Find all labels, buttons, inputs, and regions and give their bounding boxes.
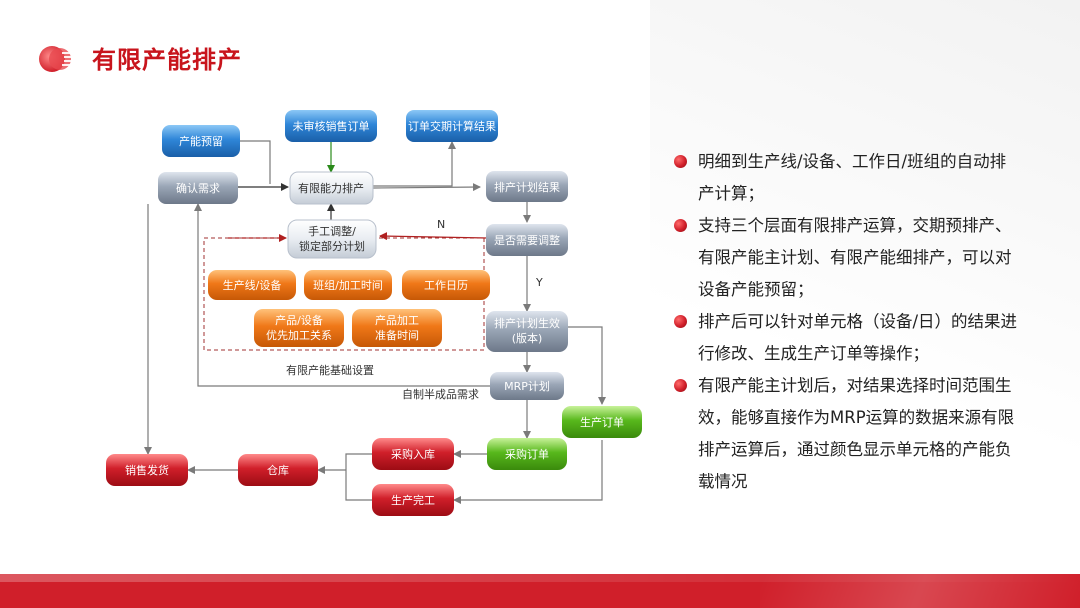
bullet-text: 支持三个层面有限排产运算，交期预排产、有限产能主计划、有限产能细排产，可以对设备… (698, 216, 1012, 299)
node-production-complete: 生产完工 (372, 484, 454, 516)
svg-text:锁定部分计划: 锁定部分计划 (299, 239, 365, 253)
background-shade (650, 0, 1080, 608)
svg-text:优先加工关系: 优先加工关系 (266, 328, 332, 342)
label-yes: Y (535, 276, 543, 289)
bullet-item: 明细到生产线/设备、工作日/班组的自动排产计算； (672, 146, 1022, 210)
page-title: 有限产能排产 (92, 46, 242, 74)
svg-text:确认需求: 确认需求 (176, 182, 220, 195)
edge-reserve-to-confirm (240, 140, 271, 184)
node-product-prep: 产品加工 准备时间 (352, 309, 442, 347)
bullet-dot-icon (674, 315, 687, 328)
svg-text:产能预留: 产能预留 (179, 134, 223, 148)
edge-need-to-manual (379, 232, 488, 241)
label-semi-finished-demand: 自制半成品需求 (402, 387, 479, 401)
svg-text:生产线/设备: 生产线/设备 (223, 278, 282, 292)
edge-prodorder-to-complete (453, 440, 603, 504)
svg-text:产品加工: 产品加工 (375, 313, 419, 327)
svg-text:采购订单: 采购订单 (505, 447, 549, 461)
edge-inbound-complete-to-warehouse (318, 453, 372, 501)
node-sched-result: 排产计划结果 (486, 171, 568, 202)
svg-text:排产计划生效: 排产计划生效 (494, 316, 560, 330)
label-base-settings: 有限产能基础设置 (286, 363, 374, 377)
svg-text:准备时间: 准备时间 (375, 328, 419, 342)
bullet-dot-icon (674, 219, 687, 232)
svg-text:订单交期计算结果: 订单交期计算结果 (408, 119, 496, 133)
node-sales-delivery: 销售发货 (106, 454, 188, 486)
node-capacity-reserve: 产能预留 (162, 125, 240, 157)
bullet-text: 有限产能主计划后，对结果选择时间范围生效，能够直接作为MRP运算的数据来源有限排… (698, 376, 1015, 491)
node-mrp-plan: MRP计划 (490, 372, 564, 400)
node-production-order: 生产订单 (562, 406, 642, 438)
label-no: N (437, 218, 445, 231)
bullet-dot-icon (674, 155, 687, 168)
svg-text:生产订单: 生产订单 (580, 415, 624, 429)
footer-bar (0, 574, 1080, 608)
bullet-item: 排产后可以针对单元格（设备/日）的结果进行修改、生成生产订单等操作； (672, 306, 1022, 370)
node-need-adjust: 是否需要调整 (486, 224, 568, 256)
node-manual-adjust: 手工调整/ 锁定部分计划 (287, 219, 377, 259)
bullet-text: 排产后可以针对单元格（设备/日）的结果进行修改、生成生产订单等操作； (698, 312, 1018, 363)
svg-text:仓库: 仓库 (267, 463, 289, 477)
node-line-equipment: 生产线/设备 (208, 270, 296, 300)
node-purchase-order: 采购订单 (487, 438, 567, 470)
svg-text:采购入库: 采购入库 (391, 447, 435, 461)
svg-text:(版本): (版本) (512, 331, 543, 345)
svg-text:产品/设备: 产品/设备 (275, 313, 323, 327)
bullet-dot-icon (674, 379, 687, 392)
svg-text:MRP计划: MRP计划 (504, 380, 550, 393)
bullet-list: 明细到生产线/设备、工作日/班组的自动排产计算； 支持三个层面有限排产运算，交期… (672, 146, 1022, 498)
node-shift-time: 班组/加工时间 (304, 270, 392, 300)
svg-text:未审核销售订单: 未审核销售订单 (293, 119, 370, 133)
svg-text:销售发货: 销售发货 (125, 463, 169, 477)
node-finite-capacity-sched: 有限能力排产 (289, 171, 374, 205)
edge-sched-to-result (372, 183, 481, 192)
node-plan-effective: 排产计划生效 (版本) (486, 311, 568, 352)
svg-text:有限能力排产: 有限能力排产 (298, 181, 364, 195)
svg-text:排产计划结果: 排产计划结果 (494, 180, 560, 194)
edge-effective-to-prodorder (568, 326, 606, 405)
svg-text:是否需要调整: 是否需要调整 (494, 233, 560, 247)
node-work-calendar: 工作日历 (402, 270, 490, 300)
node-purchase-inbound: 采购入库 (372, 438, 454, 470)
svg-text:班组/加工时间: 班组/加工时间 (313, 278, 383, 292)
node-product-priority: 产品/设备 优先加工关系 (254, 309, 344, 347)
node-unreviewed-orders: 未审核销售订单 (285, 110, 377, 142)
svg-text:工作日历: 工作日历 (424, 279, 468, 292)
logo-icon (39, 46, 76, 72)
edge-sched-to-due (373, 141, 456, 187)
node-order-due-calc: 订单交期计算结果 (406, 110, 498, 142)
edge-mrp-to-confirm (194, 203, 490, 387)
svg-text:生产完工: 生产完工 (391, 493, 435, 507)
bullet-item: 有限产能主计划后，对结果选择时间范围生效，能够直接作为MRP运算的数据来源有限排… (672, 370, 1022, 498)
svg-text:手工调整/: 手工调整/ (308, 224, 356, 238)
node-warehouse: 仓库 (238, 454, 318, 486)
bullet-text: 明细到生产线/设备、工作日/班组的自动排产计算； (698, 152, 1007, 203)
bullet-item: 支持三个层面有限排产运算，交期预排产、有限产能主计划、有限产能细排产，可以对设备… (672, 210, 1022, 306)
node-confirm-demand: 确认需求 (158, 172, 238, 204)
